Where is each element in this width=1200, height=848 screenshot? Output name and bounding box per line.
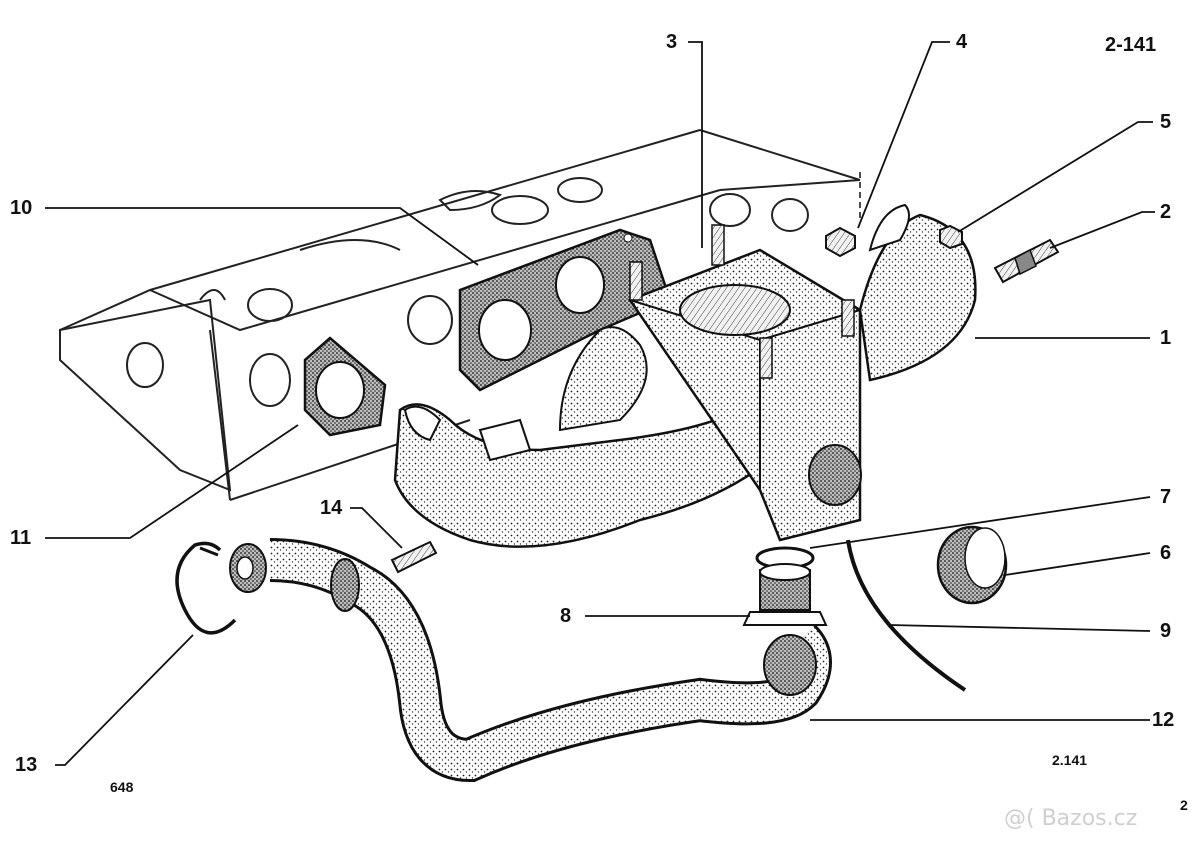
stud-2 xyxy=(993,238,1060,284)
callout-1: 1 xyxy=(1160,327,1172,349)
callout-8: 8 xyxy=(560,605,572,627)
engine-block xyxy=(59,129,861,501)
plug-6 xyxy=(936,525,1008,605)
callout-13: 13 xyxy=(15,754,38,776)
callout-3: 3 xyxy=(666,31,678,53)
gasket-small xyxy=(303,336,387,437)
callout-7: 7 xyxy=(1160,486,1172,508)
wire-9 xyxy=(846,539,967,692)
clamp-13 xyxy=(175,541,237,635)
figure-code-bottom: 2.141 xyxy=(1052,752,1088,768)
fitting-8 xyxy=(742,563,828,626)
nut-5 xyxy=(939,224,963,250)
watermark: @( Bazos.cz xyxy=(1004,806,1138,831)
callout-6: 6 xyxy=(1160,542,1172,564)
leader-lines xyxy=(45,41,1155,766)
callout-14: 14 xyxy=(320,497,343,519)
callout-12: 12 xyxy=(1152,709,1175,731)
nut-4 xyxy=(825,172,861,258)
callout-5: 5 xyxy=(1160,111,1172,133)
callout-4: 4 xyxy=(956,31,968,53)
callout-11: 11 xyxy=(10,527,32,549)
exhaust-manifold xyxy=(393,203,977,548)
figure-code-top: 2-141 xyxy=(1105,34,1157,56)
gasket-large xyxy=(458,228,672,392)
callout-9: 9 xyxy=(1160,620,1172,642)
pipe-12 xyxy=(229,538,832,783)
callout-2: 2 xyxy=(1160,201,1172,223)
pin-14 xyxy=(390,540,438,574)
callout-10: 10 xyxy=(10,197,33,219)
corner-mark: 2 xyxy=(1180,797,1188,813)
page-number: 648 xyxy=(110,779,134,795)
